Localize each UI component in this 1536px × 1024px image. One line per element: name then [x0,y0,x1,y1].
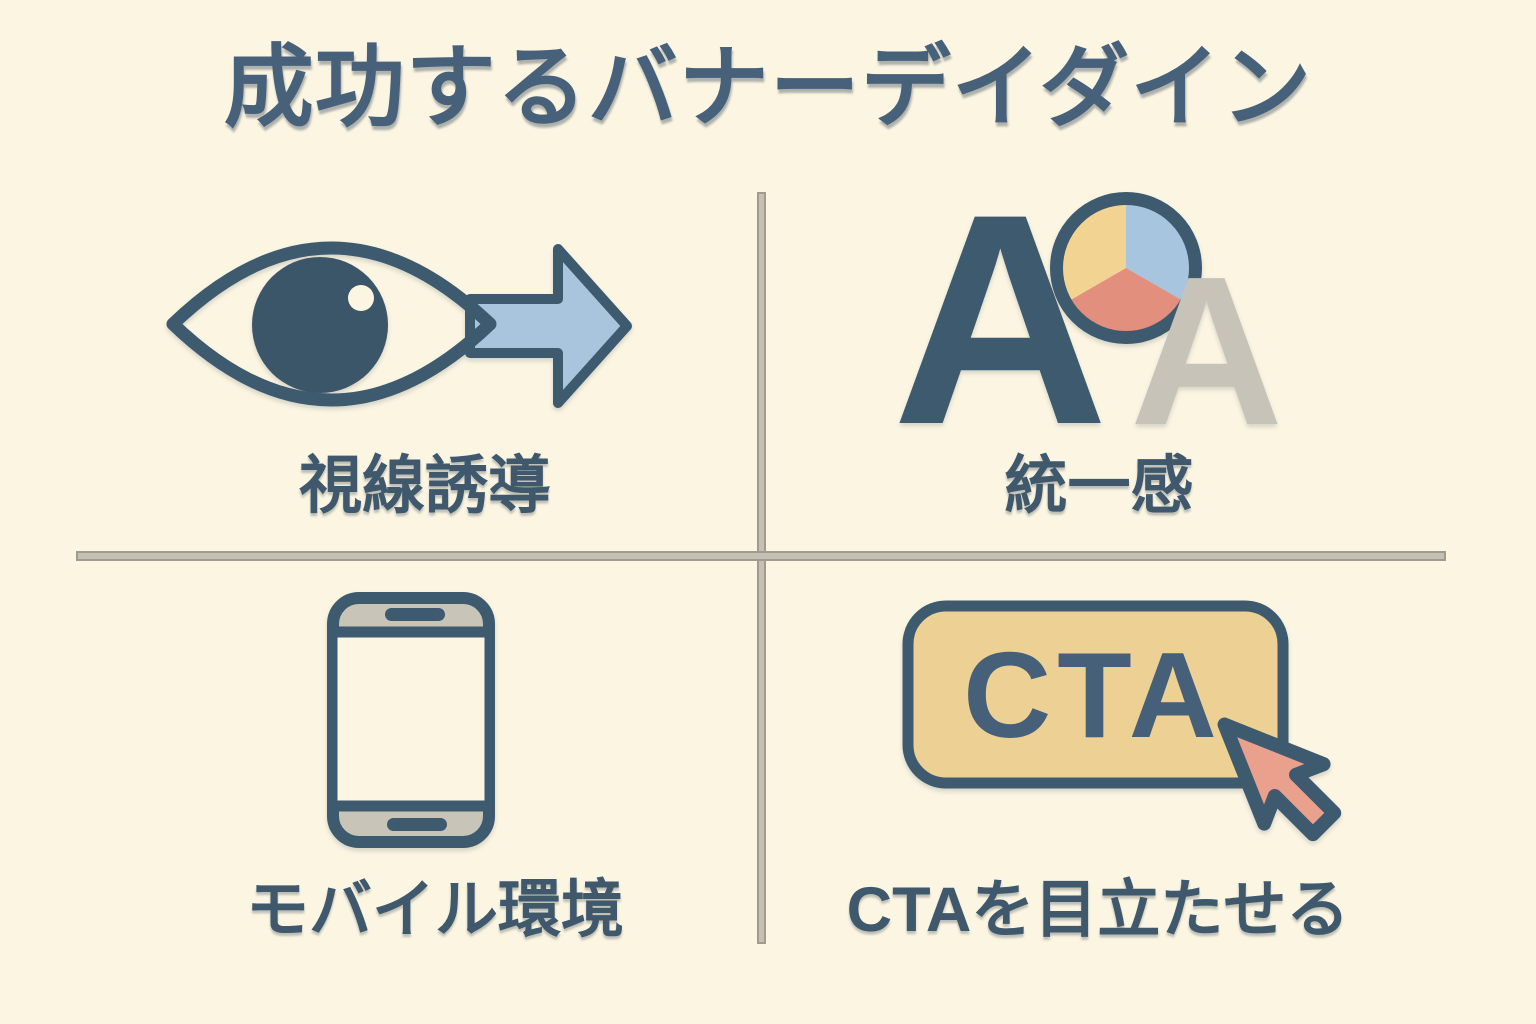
quadrant-label-cta: CTAを目立たせる [846,875,1350,945]
pie-slice-salmon [1069,268,1183,334]
eye-highlight [348,285,374,311]
eye-pupil [252,257,388,393]
page-title: 成功するバナーデイダイン [223,38,1313,138]
eye-arrow-icon [166,241,632,408]
horizontal-divider [76,551,1446,561]
phone-home-bar [387,818,447,831]
arrow-right-icon [465,244,632,408]
phone-speaker [385,608,445,621]
cta-button [902,600,1289,789]
vertical-divider [757,192,766,944]
smartphone-icon [327,592,495,848]
quadrant-label-gaze: 視線誘導 [299,451,551,521]
letter-small: A [1130,232,1283,435]
quadrant-label-unity: 統一感 [1004,451,1194,521]
cta-button-cursor-icon: CTA [902,600,1342,842]
eye-outline [166,241,497,407]
pie-ring [1050,192,1202,344]
pie-chart-icon [1050,192,1202,344]
cta-button-label: CTA [963,627,1223,763]
cursor-icon [1217,717,1342,842]
phone-screen [327,626,495,812]
typography-pie-icon: A A [892,185,1283,435]
quadrant-label-mobile: モバイル環境 [246,875,624,945]
